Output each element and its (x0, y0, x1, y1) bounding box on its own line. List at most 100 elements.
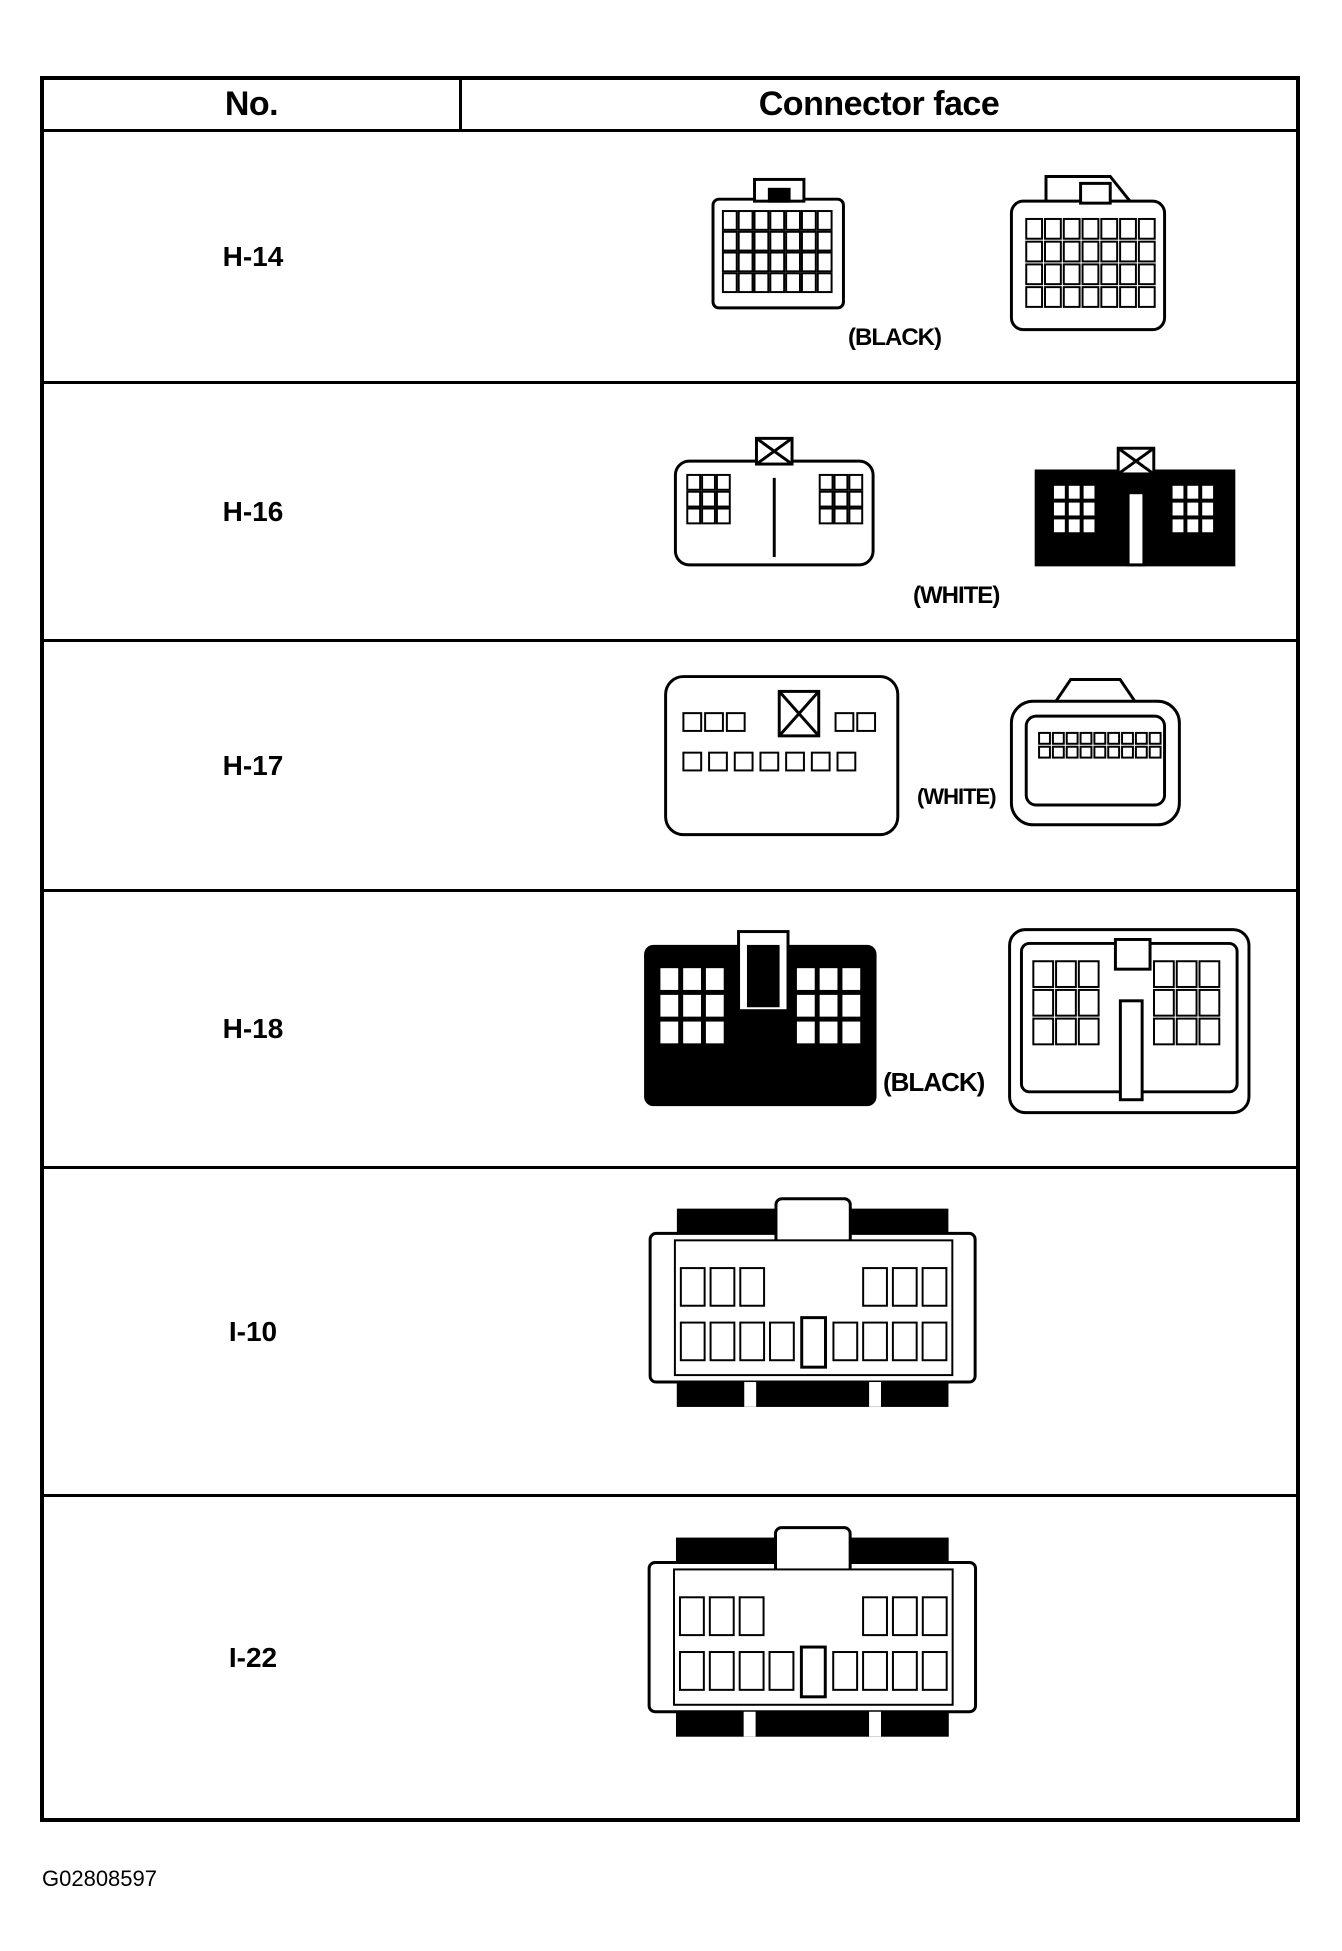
pin-cavity (1044, 286, 1062, 308)
pin-cavity (1055, 960, 1077, 988)
header-no: No. (44, 80, 462, 132)
pin-cavity (921, 1267, 948, 1307)
pin-cavity (703, 1019, 726, 1046)
table-row: H-14 (BLACK) (44, 132, 1296, 384)
pin-cavity (708, 751, 728, 772)
pin-cavity (1038, 745, 1051, 759)
pin-cavity (785, 230, 801, 252)
pin-cavity (1185, 483, 1201, 501)
pin-cavity (681, 966, 703, 992)
pin-cavity (816, 272, 833, 294)
pin-cavity (921, 1596, 948, 1637)
pin-cavity (817, 1019, 840, 1046)
connector-number: H-14 (222, 240, 284, 272)
pin-cavity (1066, 483, 1082, 501)
figure-code: G02808597 (42, 1866, 157, 1891)
pin-cavity (753, 210, 770, 231)
pin-cavity (1185, 500, 1201, 518)
pin-cavity (891, 1651, 918, 1691)
pin-cavity (818, 507, 834, 525)
connector-face-cell: (WHITE) (465, 642, 1296, 889)
pin-cavity (840, 992, 863, 1019)
pin-cavity (1079, 731, 1093, 745)
pin-cavity (708, 1651, 735, 1691)
connector-number: I-10 (228, 1315, 278, 1347)
pin-cavity (1175, 1017, 1198, 1046)
pin-cavity (678, 1651, 705, 1691)
connector-number: H-16 (222, 495, 284, 527)
pin-cavity (1100, 263, 1119, 286)
pin-cavity (1100, 217, 1119, 240)
pin-cavity (1134, 745, 1148, 759)
connector-number: I-22 (228, 1642, 278, 1673)
pin-cavity (1175, 988, 1198, 1017)
pin-cavity (678, 1596, 705, 1637)
connector-color-label: (BLACK) (848, 324, 942, 351)
pin-cavity (1051, 731, 1065, 745)
pin-cavity (862, 1596, 888, 1637)
pin-cavity (848, 507, 864, 525)
connector-i22-drawing (647, 1526, 978, 1737)
pin-cavity (769, 272, 786, 294)
pin-cavity (1025, 240, 1044, 263)
connector-table: No. Connector face H-14 (40, 76, 1300, 1822)
pin-cavity (701, 473, 716, 491)
connector-color-label: (WHITE) (913, 582, 1000, 609)
pin-cavity (785, 210, 801, 231)
pin-cavity (891, 1596, 918, 1637)
pin-cavity (686, 507, 702, 525)
pin-cavity (1153, 960, 1175, 988)
pin-cavity (1025, 217, 1044, 240)
pin-cavity (921, 1651, 948, 1691)
pin-cavity (721, 251, 738, 273)
pin-cavity (816, 230, 833, 252)
pin-cavity (709, 1267, 736, 1307)
pin-cavity (840, 1019, 863, 1046)
pin-cavity (848, 473, 864, 491)
pin-cavity (1175, 960, 1198, 988)
pin-cavity (794, 1019, 817, 1046)
pin-cavity (1081, 500, 1097, 518)
pin-cavity (1153, 988, 1175, 1017)
pin-cavity (1119, 286, 1137, 308)
pin-cavity (703, 992, 726, 1019)
pin-cavity (1051, 500, 1067, 518)
pin-cavity (1077, 1017, 1100, 1046)
pin-cavity (1185, 517, 1201, 535)
pin-cavity (832, 1321, 859, 1362)
pin-cavity (737, 210, 754, 231)
pin-cavity (679, 1321, 706, 1362)
pin-cavity (1100, 286, 1119, 308)
pin-cavity (1065, 731, 1079, 745)
connector-i10-drawing (648, 1197, 977, 1407)
pin-cavity (1032, 960, 1055, 988)
pin-cavity (1107, 731, 1121, 745)
pin-cavity (1044, 263, 1062, 286)
pin-cavity (1137, 263, 1156, 286)
pin-cavity (725, 712, 746, 732)
pin-cavity (1119, 240, 1137, 263)
header-connector-face: Connector face (462, 80, 1296, 132)
pin-cavity (816, 251, 833, 273)
pin-cavity (1055, 988, 1077, 1017)
table-row: I-10 (44, 1169, 1296, 1497)
pin-cavity (658, 1019, 681, 1046)
pin-cavity (686, 490, 702, 508)
pin-cavity (1170, 483, 1186, 501)
pin-cavity (739, 1267, 766, 1307)
pin-cavity (1081, 263, 1100, 286)
connector-number: H-18 (222, 1013, 284, 1044)
pin-cavity (1032, 988, 1055, 1017)
pin-cavity (785, 272, 801, 294)
pin-cavity (810, 751, 831, 772)
pin-cavity (817, 966, 840, 992)
pin-cavity (703, 966, 726, 992)
connector-number: H-17 (222, 749, 284, 781)
connector-h16-drawing (673, 436, 1236, 567)
pin-cavity (753, 272, 770, 294)
pin-cavity (753, 251, 770, 273)
pin-cavity (715, 473, 731, 491)
pin-cavity (836, 751, 857, 772)
pin-cavity (862, 1267, 888, 1307)
pin-cavity (768, 1651, 795, 1691)
